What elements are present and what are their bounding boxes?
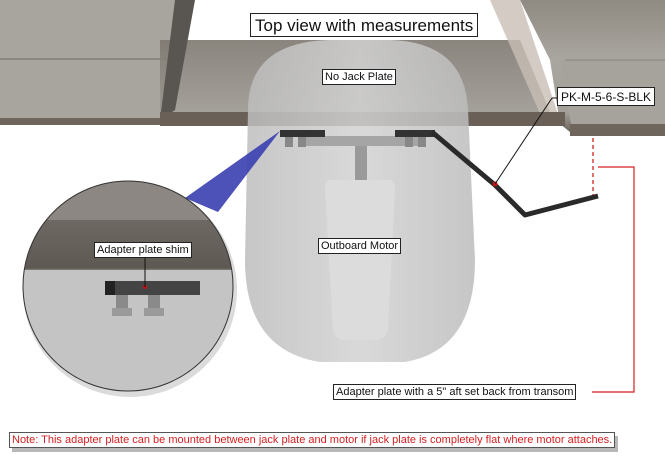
outboard-motor-label: Outboard Motor <box>318 238 402 254</box>
diagram-title: Top view with measurements <box>250 13 479 37</box>
no-jack-plate-label: No Jack Plate <box>322 69 396 85</box>
magnifier-detail-circle <box>22 180 237 397</box>
adapter-plate-shim-label: Adapter plate shim <box>94 242 192 258</box>
magnifier-beam <box>185 131 280 212</box>
adapter-plate-bracket <box>280 97 599 218</box>
mounting-note: Note: This adapter plate can be mounted … <box>9 432 616 448</box>
setback-label: Adapter plate with a 5" aft set back fro… <box>333 384 577 400</box>
setback-dimension <box>592 138 635 393</box>
part-number-label: PK-M-5-6-S-BLK <box>557 87 656 106</box>
outboard-motor <box>245 40 475 362</box>
